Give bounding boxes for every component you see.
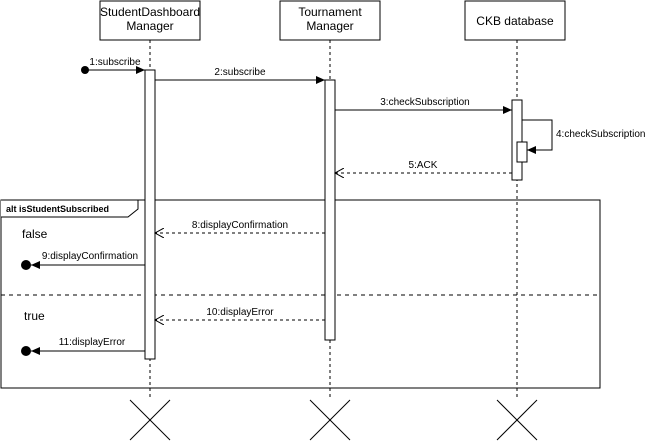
message-9-label: 9:displayConfirmation	[42, 251, 138, 262]
participant-name-line: Manager	[126, 19, 173, 33]
messages: 1:subscribe 2:subscribe 3:checkSubscript…	[21, 57, 646, 356]
participant-tournament-manager-box	[279, 0, 381, 41]
message-3-label: 3:checkSubscription	[380, 97, 470, 108]
alt-fragment-frame	[0, 199, 601, 389]
message-1-label: 1:subscribe	[89, 57, 141, 68]
message-4-label: 4:checkSubscription	[556, 129, 646, 140]
message-8-label: 8:displayConfirmation	[192, 220, 288, 231]
message-10-label: 10:displayError	[206, 307, 274, 318]
participant-name-line: Tournament	[298, 5, 362, 19]
alt-fragment: alt isStudentSubscribed false true	[0, 199, 601, 389]
guard-false: false	[22, 227, 48, 241]
participant-name-line: Manager	[306, 19, 353, 33]
alt-fragment-operator: alt isStudentSubscribed	[6, 204, 109, 214]
alt-fragment-label-box	[1, 199, 139, 218]
destroy-student-dashboard	[129, 399, 171, 441]
destroy-tournament-manager	[309, 399, 351, 441]
message-4-arrow	[522, 119, 553, 154]
destruction-marks	[129, 399, 538, 441]
participant-name-line: StudentDashboard	[100, 5, 200, 19]
message-11-end-dot	[21, 346, 31, 356]
participant-ckb-database-box	[464, 0, 566, 41]
message-11-label: 11:displayError	[59, 337, 126, 348]
participant-name-line: CKB database	[476, 14, 554, 28]
activation-tournament-manager	[324, 79, 336, 341]
message-5-label: 5:ACK	[409, 160, 438, 171]
participant-student-dashboard-box	[99, 0, 201, 41]
participant-ckb-database[interactable]: CKB database	[464, 0, 566, 41]
guard-true: true	[24, 309, 45, 323]
message-9-end-dot	[21, 260, 31, 270]
destroy-ckb-database	[496, 399, 538, 441]
participant-ckb-database-label: CKB database	[476, 14, 554, 28]
message-2-label: 2:subscribe	[214, 67, 266, 78]
activation-ckb-database	[511, 99, 523, 181]
activation-ckb-self-call	[516, 141, 528, 163]
activation-student-dashboard	[144, 69, 156, 360]
activation-bars	[144, 69, 528, 360]
